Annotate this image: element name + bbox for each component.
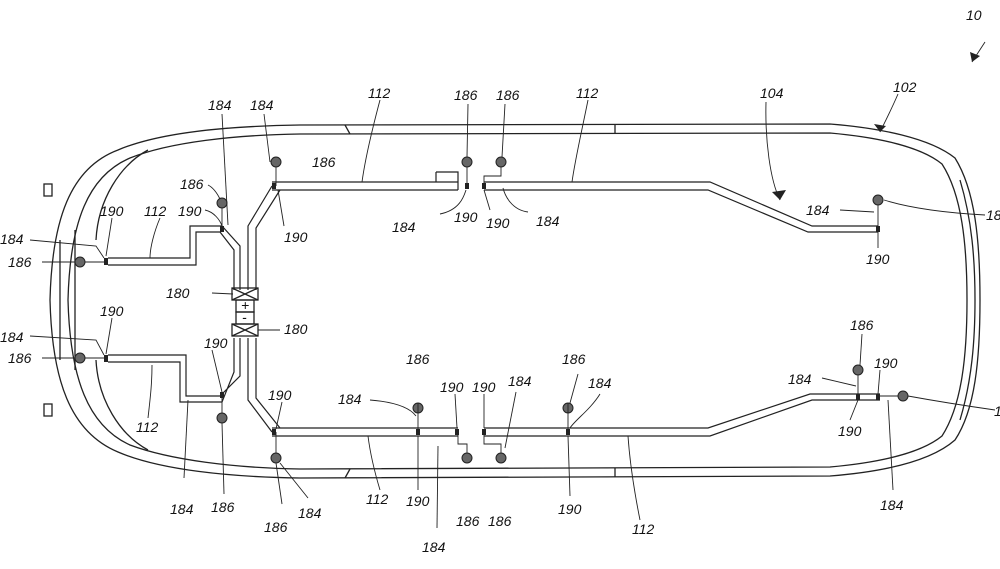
label-sensor: 186: [850, 317, 874, 333]
label-sensor: 186: [562, 351, 586, 367]
label-sensor: 186: [8, 350, 32, 366]
label-connector: 190: [838, 423, 862, 439]
wiring-bus: [108, 171, 880, 437]
label-sensor: 186: [180, 176, 204, 192]
label-connector: 190: [406, 493, 430, 509]
arrowhead-10: [970, 52, 980, 62]
label-ref-104: 104: [760, 85, 784, 101]
label-connector: 190: [486, 215, 510, 231]
label-junction: 184: [0, 231, 24, 247]
sensor-stems: [85, 167, 898, 453]
sensor: [495, 156, 507, 168]
sensor: [495, 452, 507, 464]
label-cut-right: 18: [986, 207, 1000, 223]
label-junction: 184: [536, 213, 560, 229]
label-junction: 184: [508, 373, 532, 389]
label-junction: 184: [392, 219, 416, 235]
battery-minus-sign: -: [242, 309, 247, 325]
label-sensor: 186: [312, 154, 336, 170]
label-connector: 190: [204, 335, 228, 351]
label-ref-10: 10: [966, 7, 982, 23]
label-connector: 190: [454, 209, 478, 225]
sensor: [897, 390, 909, 402]
sensor: [872, 194, 884, 206]
sensor: [74, 352, 86, 364]
label-connector: 190: [284, 229, 308, 245]
label-bus: 112: [136, 419, 159, 435]
sensor: [852, 364, 864, 376]
label-junction: 184: [298, 505, 322, 521]
label-connector: 190: [100, 303, 124, 319]
label-connector: 190: [178, 203, 202, 219]
label-bus: 112: [632, 521, 655, 537]
label-sensor: 186: [496, 87, 520, 103]
label-cut-right-lower: 1: [994, 403, 1000, 419]
label-sensor: 186: [488, 513, 512, 529]
label-sensor: 186: [8, 254, 32, 270]
label-connector: 190: [440, 379, 464, 395]
sensor: [74, 256, 86, 268]
label-bus: 112: [144, 203, 167, 219]
label-sensor: 186: [454, 87, 478, 103]
arrowhead-104: [772, 190, 786, 200]
label-sensor: 186: [456, 513, 480, 529]
vehicle-body-outline: [43, 123, 981, 479]
label-junction: 184: [338, 391, 362, 407]
label-connector: 190: [268, 387, 292, 403]
sensor: [461, 156, 473, 168]
label-junction: 184: [788, 371, 812, 387]
label-bus: 112: [366, 491, 389, 507]
label-junction: 184: [588, 375, 612, 391]
label-ref-102: 102: [893, 79, 917, 95]
label-junction: 184: [422, 539, 446, 555]
label-battery: 180: [166, 285, 190, 301]
label-bus: 112: [576, 85, 599, 101]
connectors: [104, 183, 880, 435]
reference-labels: 10 102 104 112 112 112 112 112 112 186 1…: [0, 7, 1000, 555]
label-connector: 190: [472, 379, 496, 395]
sensor: [270, 156, 282, 168]
label-sensor: 186: [264, 519, 288, 535]
label-sensor: 186: [406, 351, 430, 367]
label-sensor: 186: [211, 499, 235, 515]
sensor: [216, 197, 228, 209]
label-connector: 190: [866, 251, 890, 267]
label-junction: 184: [806, 202, 830, 218]
label-bus: 112: [368, 85, 391, 101]
label-connector: 190: [100, 203, 124, 219]
label-connector: 190: [874, 355, 898, 371]
label-junction: 184: [0, 329, 24, 345]
label-junction: 184: [250, 97, 274, 113]
label-junction: 184: [880, 497, 904, 513]
sensor: [461, 452, 473, 464]
label-junction: 184: [208, 97, 232, 113]
battery-plus-sign: +: [241, 297, 249, 313]
arrowhead-102: [874, 124, 886, 132]
label-battery: 180: [284, 321, 308, 337]
label-connector: 190: [558, 501, 582, 517]
sensor: [270, 452, 282, 464]
sensor: [216, 412, 228, 424]
label-junction: 184: [170, 501, 194, 517]
